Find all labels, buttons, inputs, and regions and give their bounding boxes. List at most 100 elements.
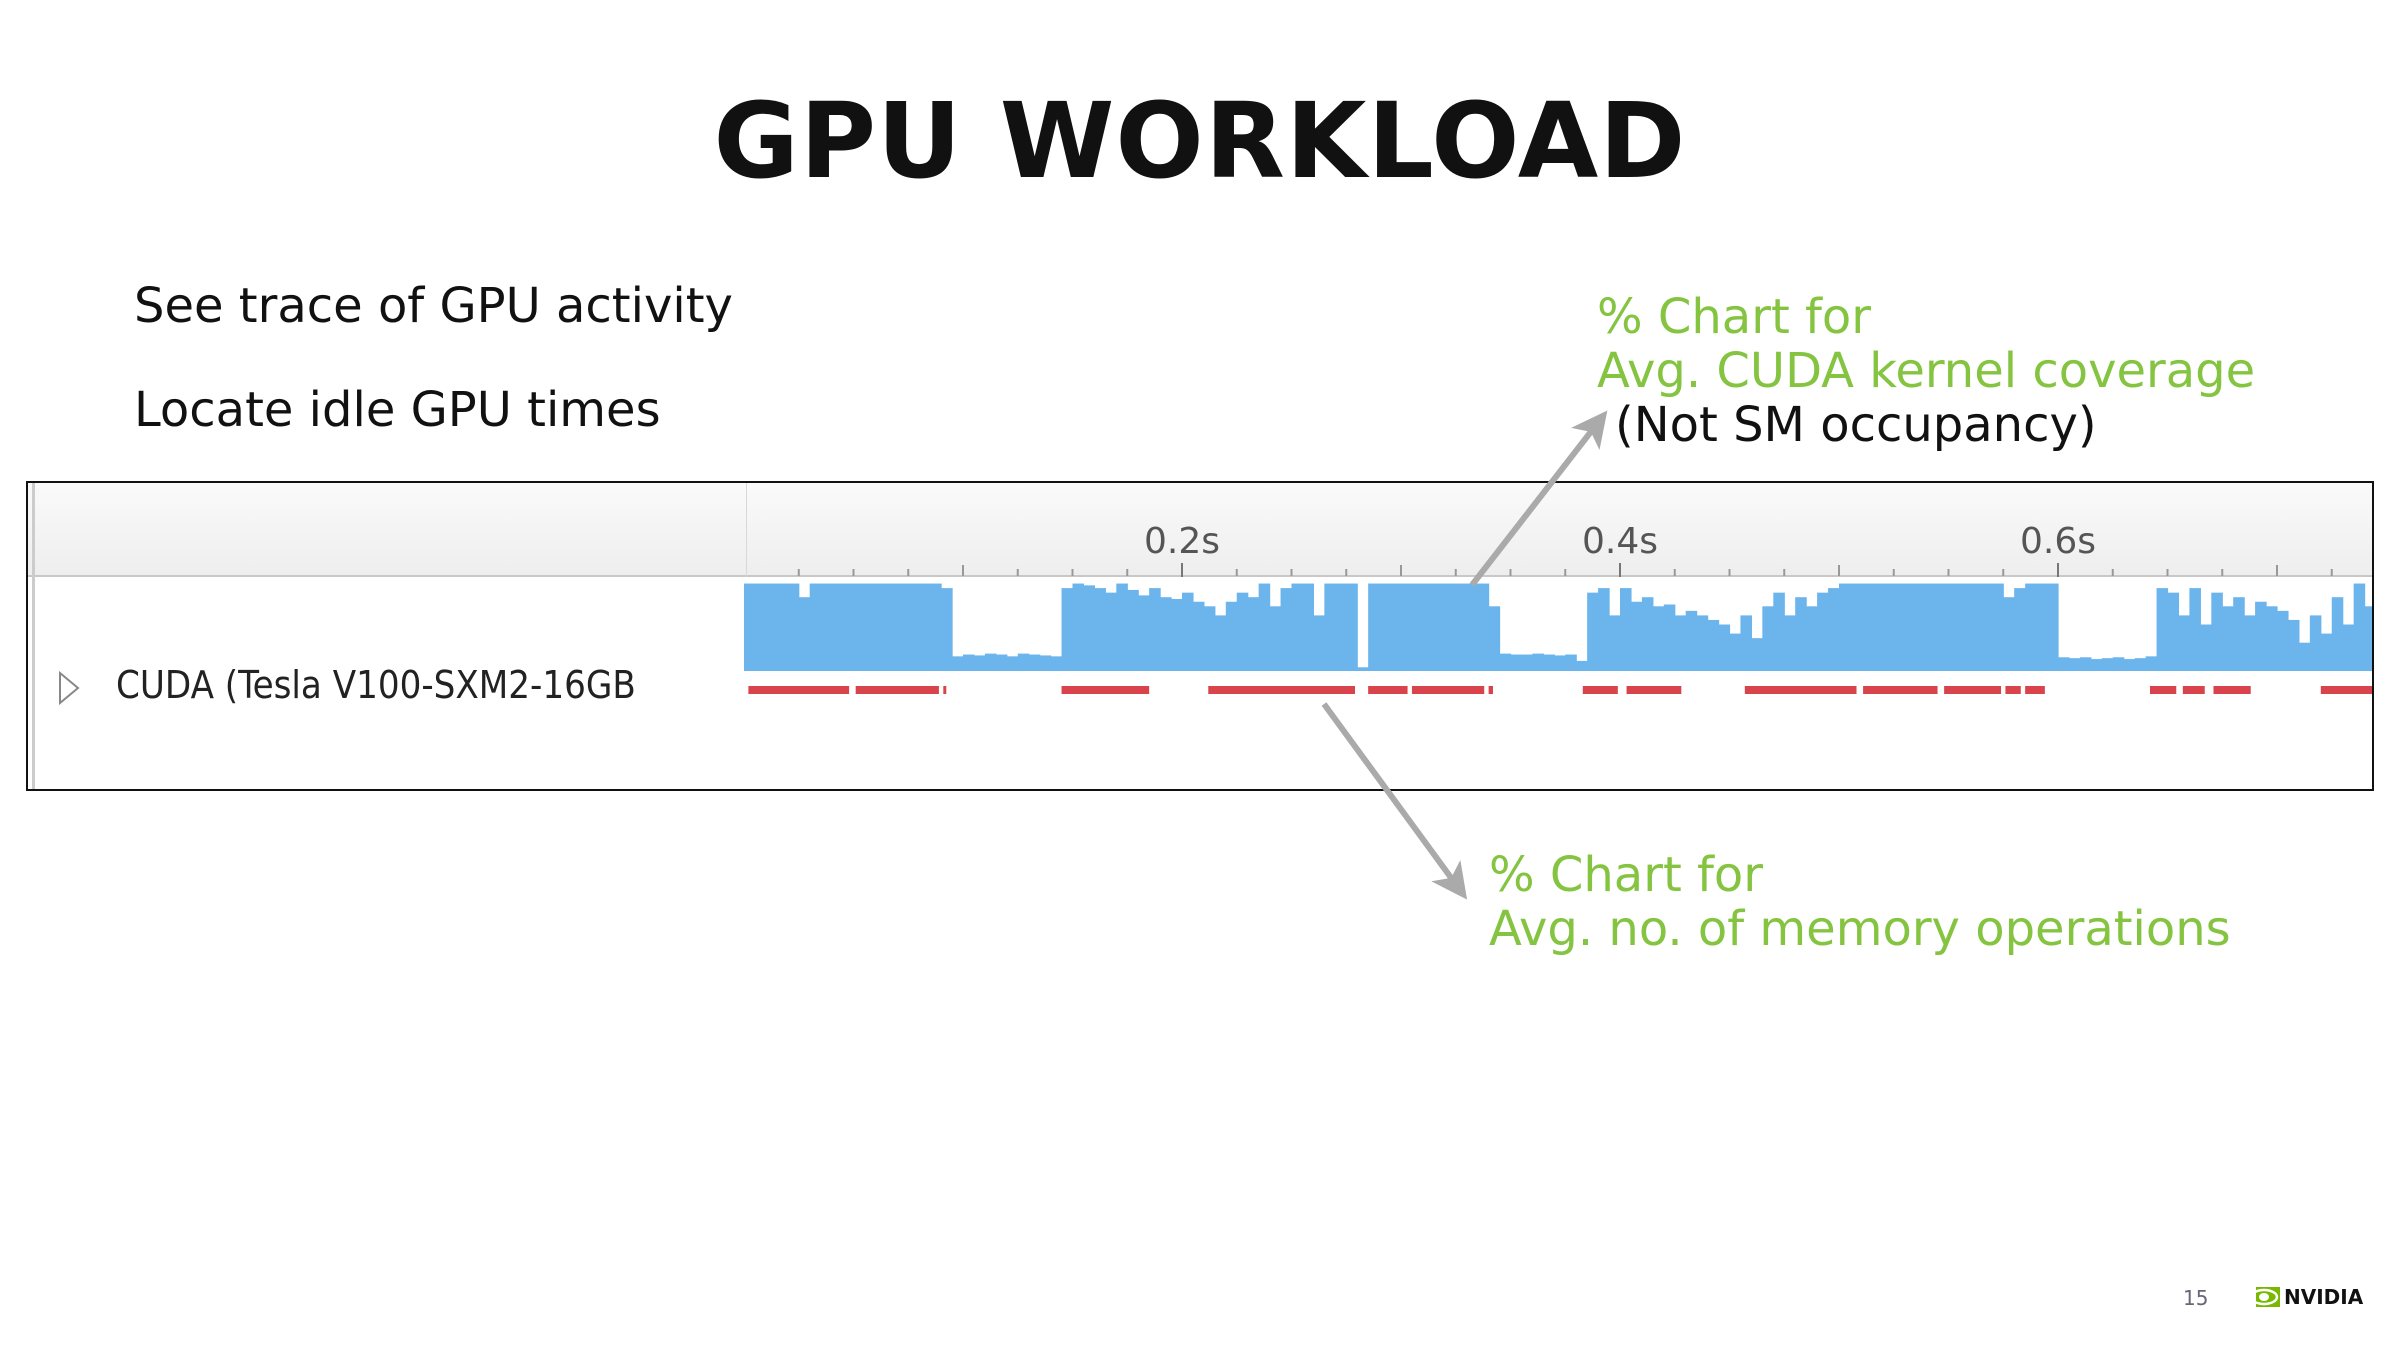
coverage-bar	[1401, 583, 1413, 670]
coverage-bar	[2200, 624, 2212, 670]
coverage-bar	[1609, 615, 1621, 670]
coverage-bar	[1499, 653, 1512, 670]
annotation-memory-line1: % Chart for	[1489, 847, 1764, 903]
coverage-bar	[2255, 601, 2267, 670]
coverage-bar	[853, 583, 866, 670]
coverage-bar	[1893, 583, 1906, 670]
coverage-bar	[1214, 615, 1227, 670]
nvidia-eye-icon	[2250, 1287, 2280, 1307]
memory-op-bar	[2213, 686, 2251, 694]
memory-op-bar	[855, 686, 939, 694]
coverage-bar	[1138, 595, 1150, 670]
memory-op-bar	[2182, 686, 2205, 694]
memory-op-bar	[2025, 686, 2045, 694]
coverage-bar	[908, 583, 920, 670]
coverage-bar	[984, 653, 997, 670]
coverage-bar	[2353, 583, 2366, 670]
coverage-bar	[1422, 583, 1435, 670]
coverage-bar	[1532, 653, 1544, 670]
annotation-kernel-line2: Avg. CUDA kernel coverage	[1597, 343, 2256, 399]
coverage-bar	[1368, 583, 1380, 670]
coverage-bar	[1871, 583, 1884, 670]
arrow-kernel	[1469, 410, 1608, 587]
coverage-bar	[820, 583, 833, 670]
memory-op-bar	[1582, 686, 1618, 694]
coverage-bar	[1521, 654, 1533, 670]
coverage-bar	[1762, 606, 1774, 670]
coverage-bar	[875, 583, 887, 670]
coverage-bar	[2189, 588, 2201, 670]
coverage-bar	[1444, 583, 1457, 670]
coverage-bar	[1203, 606, 1216, 670]
coverage-bar	[1554, 655, 1566, 670]
annotation-memory-line2: Avg. no. of memory operations	[1489, 901, 2231, 957]
coverage-bar	[831, 583, 844, 670]
coverage-bar	[1116, 583, 1128, 670]
coverage-bar	[2112, 657, 2125, 670]
timeline-ruler[interactable]	[28, 483, 2372, 577]
coverage-bar	[1937, 583, 1950, 670]
coverage-bar	[809, 583, 822, 670]
annotation-kernel-line3: (Not SM occupancy)	[1615, 397, 2097, 453]
coverage-bar	[930, 583, 942, 670]
coverage-bar	[1663, 604, 1676, 670]
coverage-bar	[2222, 606, 2234, 670]
coverage-bar	[2266, 606, 2278, 670]
bullet-trace: See trace of GPU activity	[134, 278, 733, 334]
coverage-bar	[765, 583, 778, 670]
coverage-bar	[2298, 642, 2311, 670]
coverage-bar	[1171, 599, 1183, 670]
annotation-kernel-coverage: % Chart for Avg. CUDA kernel coverage (N…	[1597, 290, 2255, 452]
coverage-bar	[2047, 583, 2059, 670]
coverage-bar	[1225, 601, 1238, 670]
timeline-chart[interactable]	[28, 483, 2374, 791]
coverage-bar	[1357, 667, 1369, 670]
memory-op-bar	[1488, 686, 1493, 694]
coverage-bar	[1083, 585, 1095, 670]
coverage-bar	[2134, 658, 2147, 670]
bullet-idle: Locate idle GPU times	[134, 382, 661, 438]
coverage-bar	[897, 583, 909, 670]
expand-triangle-icon[interactable]	[58, 671, 80, 705]
coverage-bar	[1269, 606, 1282, 670]
coverage-bar	[919, 583, 931, 670]
slide-title: GPU WORKLOAD	[713, 80, 1687, 202]
coverage-bar	[1280, 588, 1293, 670]
coverage-bar	[1718, 624, 1731, 670]
coverage-bar	[1685, 610, 1698, 670]
coverage-bar	[1849, 583, 1862, 670]
coverage-bar	[2003, 597, 2015, 670]
memory-op-bar	[2320, 686, 2372, 694]
memory-op-bar	[1744, 686, 1857, 694]
coverage-bar	[2036, 583, 2048, 670]
coverage-bar	[2244, 615, 2256, 670]
coverage-bar	[776, 583, 789, 670]
coverage-bar	[1192, 601, 1205, 670]
memory-op-bar	[1061, 686, 1150, 694]
coverage-bar	[1050, 656, 1063, 670]
arrow-memory	[1321, 702, 1468, 900]
coverage-bar	[1806, 606, 1818, 670]
coverage-bar	[754, 583, 767, 670]
memory-op-bar	[1368, 686, 1408, 694]
coverage-bar	[787, 583, 800, 670]
memory-op-bar	[2005, 686, 2021, 694]
coverage-bar	[2320, 633, 2333, 670]
coverage-bar	[2233, 597, 2245, 670]
coverage-bar	[1313, 615, 1325, 670]
annotation-kernel-line1: % Chart for	[1597, 289, 1872, 345]
coverage-bar	[1915, 583, 1928, 670]
row-label-cuda-device[interactable]: CUDA (Tesla V100-SXM2-16GB	[116, 663, 636, 707]
coverage-bar	[1696, 615, 1709, 670]
coverage-bar	[1773, 592, 1785, 670]
coverage-bar	[1751, 638, 1763, 670]
coverage-bar	[1247, 597, 1260, 670]
memory-op-bar	[1626, 686, 1682, 694]
coverage-bar	[1959, 583, 1971, 670]
nvidia-logo-text: NVIDIA	[2284, 1285, 2364, 1309]
coverage-bar	[1904, 583, 1917, 670]
coverage-bar	[1992, 583, 2004, 670]
coverage-bar	[1477, 583, 1490, 670]
